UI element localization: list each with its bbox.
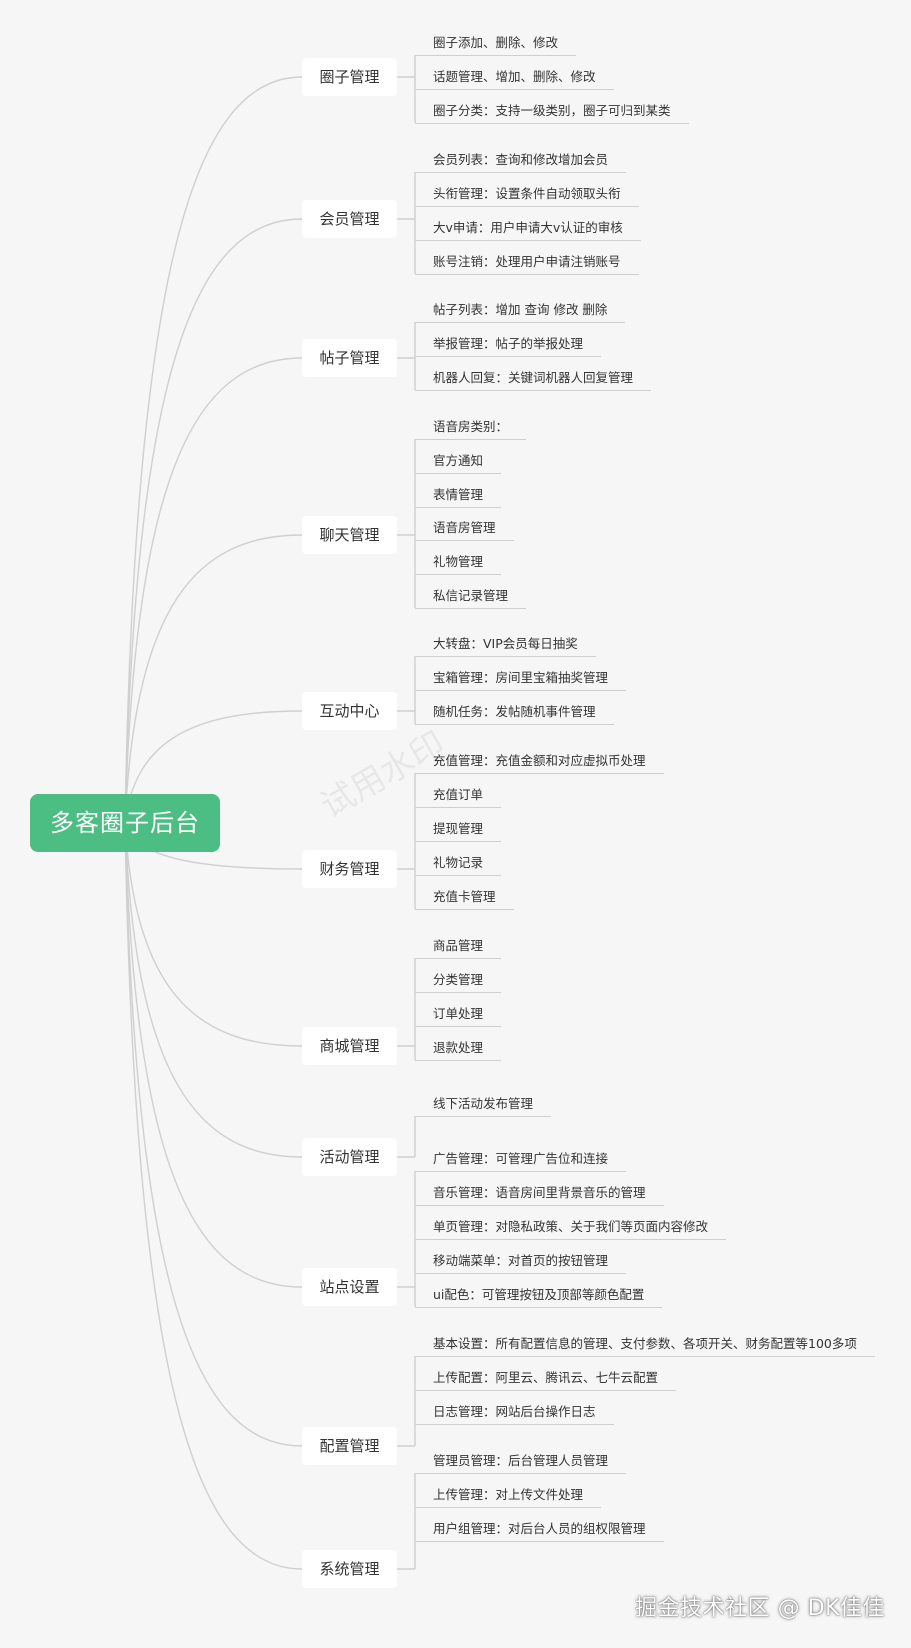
- leaf-node[interactable]: 宝箱管理：房间里宝箱抽奖管理: [415, 670, 627, 691]
- leaf-node[interactable]: 日志管理：网站后台操作日志: [415, 1404, 614, 1425]
- root-branch-connector: [124, 357, 303, 824]
- branch-node[interactable]: 圈子管理: [302, 58, 397, 96]
- credit-text: 掘金技术社区 @ DK佳佳: [635, 1596, 885, 1621]
- leaf-node[interactable]: 上传配置：阿里云、腾讯云、七牛云配置: [415, 1370, 677, 1391]
- leaf-node[interactable]: 圈子分类：支持一级类别，圈子可归到某类: [415, 103, 689, 124]
- leaf-node[interactable]: 官方通知: [415, 453, 502, 474]
- branch-node[interactable]: 互动中心: [302, 692, 397, 730]
- branch-node[interactable]: 财务管理: [302, 850, 397, 888]
- branch-node[interactable]: 商城管理: [302, 1027, 397, 1065]
- leaf-node[interactable]: 话题管理、增加、删除、修改: [415, 69, 614, 90]
- root-branch-connector: [124, 822, 303, 1570]
- leaf-node[interactable]: 上传管理：对上传文件处理: [415, 1487, 602, 1508]
- root-branch-connector: [124, 822, 303, 1158]
- leaf-node[interactable]: 账号注销：处理用户申请注销账号: [415, 254, 639, 275]
- leaf-node[interactable]: 私信记录管理: [415, 588, 527, 609]
- leaf-node[interactable]: 语音房管理: [415, 520, 514, 541]
- leaf-node[interactable]: 头衔管理：设置条件自动领取头衔: [415, 186, 639, 207]
- leaf-node[interactable]: 用户组管理：对后台人员的组权限管理: [415, 1521, 664, 1542]
- leaf-node[interactable]: 充值管理：充值金额和对应虚拟币处理: [415, 753, 664, 774]
- root-node[interactable]: 多客圈子后台: [30, 794, 220, 852]
- root-branch-connector: [124, 534, 303, 824]
- leaf-node[interactable]: 提现管理: [415, 821, 502, 842]
- root-branch-connector: [124, 76, 303, 824]
- root-branch-connector: [124, 822, 303, 1047]
- leaf-node[interactable]: 分类管理: [415, 972, 502, 993]
- branch-node[interactable]: 会员管理: [302, 200, 397, 238]
- leaf-node[interactable]: 语音房类别：: [415, 419, 527, 440]
- branch-node[interactable]: 活动管理: [302, 1138, 397, 1176]
- leaf-node[interactable]: 基本设置：所有配置信息的管理、支付参数、各项开关、财务配置等100多项: [415, 1336, 875, 1357]
- leaf-node[interactable]: 礼物记录: [415, 855, 502, 876]
- leaf-node[interactable]: 订单处理: [415, 1006, 502, 1027]
- root-branch-connector: [124, 822, 303, 1447]
- branch-node[interactable]: 站点设置: [302, 1268, 397, 1306]
- branch-node[interactable]: 帖子管理: [302, 339, 397, 377]
- root-branch-connector: [124, 710, 303, 824]
- leaf-node[interactable]: 表情管理: [415, 487, 502, 508]
- branch-node[interactable]: 配置管理: [302, 1427, 397, 1465]
- leaf-node[interactable]: 圈子添加、删除、修改: [415, 35, 577, 56]
- leaf-node[interactable]: 单页管理：对隐私政策、关于我们等页面内容修改: [415, 1219, 727, 1240]
- leaf-node[interactable]: 管理员管理：后台管理人员管理: [415, 1453, 627, 1474]
- leaf-node[interactable]: 退款处理: [415, 1040, 502, 1061]
- leaf-node[interactable]: 会员列表：查询和修改增加会员: [415, 152, 627, 173]
- leaf-node[interactable]: 随机任务：发帖随机事件管理: [415, 704, 614, 725]
- root-branch-connector: [124, 218, 303, 824]
- leaf-node[interactable]: 礼物管理: [415, 554, 502, 575]
- leaf-node[interactable]: 机器人回复：关键词机器人回复管理: [415, 370, 652, 391]
- leaf-node[interactable]: 帖子列表：增加 查询 修改 删除: [415, 302, 626, 323]
- leaf-node[interactable]: 举报管理：帖子的举报处理: [415, 336, 602, 357]
- leaf-node[interactable]: 线下活动发布管理: [415, 1096, 552, 1117]
- leaf-node[interactable]: 大转盘：VIP会员每日抽奖: [415, 636, 596, 657]
- branch-node[interactable]: 系统管理: [302, 1550, 397, 1588]
- root-branch-connector: [124, 822, 303, 1288]
- leaf-node[interactable]: 广告管理：可管理广告位和连接: [415, 1151, 627, 1172]
- leaf-node[interactable]: 商品管理: [415, 938, 502, 959]
- leaf-node[interactable]: 充值订单: [415, 787, 502, 808]
- leaf-node[interactable]: 移动端菜单：对首页的按钮管理: [415, 1253, 627, 1274]
- leaf-node[interactable]: ui配色：可管理按钮及顶部等颜色配置: [415, 1287, 663, 1308]
- leaf-node[interactable]: 音乐管理：语音房间里背景音乐的管理: [415, 1185, 664, 1206]
- branch-node[interactable]: 聊天管理: [302, 516, 397, 554]
- leaf-node[interactable]: 大v申请：用户申请大v认证的审核: [415, 220, 641, 241]
- leaf-node[interactable]: 充值卡管理: [415, 889, 514, 910]
